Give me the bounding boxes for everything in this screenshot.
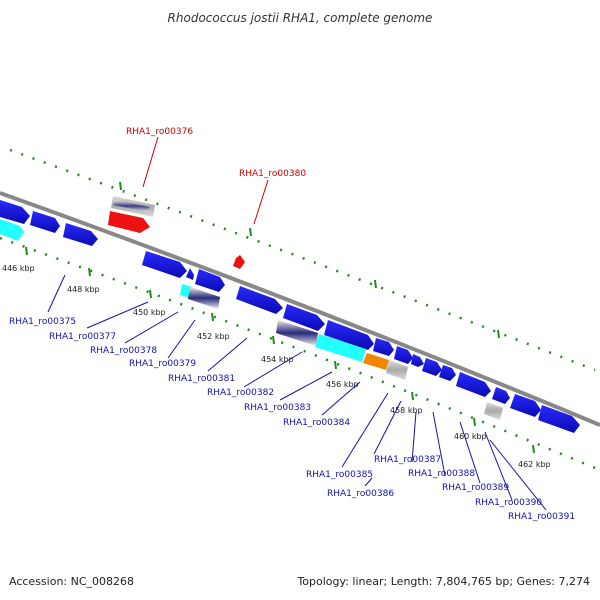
gene-feature[interactable] xyxy=(186,268,194,280)
gene-feature[interactable] xyxy=(439,365,456,381)
gene-feature[interactable] xyxy=(411,354,424,367)
gene-label[interactable]: RHA1_ro00387 xyxy=(374,455,441,465)
gene-feature[interactable] xyxy=(0,219,24,241)
gene-feature-highlighted[interactable] xyxy=(108,211,150,233)
gene-label[interactable]: RHA1_ro00386 xyxy=(327,489,394,499)
gene-feature[interactable] xyxy=(538,405,580,433)
gene-label[interactable]: RHA1_ro00378 xyxy=(90,346,157,356)
kbp-label: 462 kbp xyxy=(518,460,551,469)
gene-feature[interactable] xyxy=(363,353,389,370)
gene-feature[interactable] xyxy=(484,402,503,420)
gene-feature[interactable] xyxy=(113,200,150,212)
kbp-label: 454 kbp xyxy=(261,355,294,364)
gene-label[interactable]: RHA1_ro00381 xyxy=(168,374,235,384)
gene-label[interactable]: RHA1_ro00375 xyxy=(9,317,76,327)
gene-feature[interactable] xyxy=(283,304,325,331)
outer-strand-features xyxy=(108,196,245,269)
gene-label-highlighted[interactable]: RHA1_ro00376 xyxy=(126,127,193,137)
gene-label-highlighted[interactable]: RHA1_ro00380 xyxy=(239,169,306,179)
gene-feature[interactable] xyxy=(510,394,541,417)
gene-feature[interactable] xyxy=(142,251,187,278)
kbp-label: 452 kbp xyxy=(197,332,230,341)
page-title: Rhodococcus jostii RHA1, complete genome xyxy=(168,11,433,25)
gene-feature-highlighted[interactable] xyxy=(233,255,245,269)
gene-label[interactable]: RHA1_ro00377 xyxy=(49,332,116,342)
gene-feature[interactable] xyxy=(492,387,510,404)
gene-label[interactable]: RHA1_ro00391 xyxy=(508,512,575,522)
leader-lines xyxy=(47,136,547,511)
gene-feature[interactable] xyxy=(422,358,442,376)
gene-feature[interactable] xyxy=(63,223,98,246)
gene-label[interactable]: RHA1_ro00379 xyxy=(129,359,196,369)
gene-label[interactable]: RHA1_ro00388 xyxy=(408,469,475,479)
gene-feature[interactable] xyxy=(315,334,366,362)
gene-feature[interactable] xyxy=(236,286,283,314)
kbp-label: 450 kbp xyxy=(133,308,166,317)
topology-text: Topology: linear; Length: 7,804,765 bp; … xyxy=(296,575,590,588)
gene-feature[interactable] xyxy=(394,346,413,364)
gene-feature[interactable] xyxy=(195,269,225,292)
gene-label[interactable]: RHA1_ro00382 xyxy=(207,388,274,398)
major-ticks xyxy=(25,181,535,454)
gene-label[interactable]: RHA1_ro00383 xyxy=(244,403,311,413)
kbp-label: 446 kbp xyxy=(2,264,35,273)
gene-feature[interactable] xyxy=(324,320,374,350)
gene-feature[interactable] xyxy=(0,200,30,224)
gene-label[interactable]: RHA1_ro00390 xyxy=(475,498,542,508)
kbp-label: 448 kbp xyxy=(67,285,100,294)
kbp-label: 458 kbp xyxy=(390,406,423,415)
gene-label[interactable]: RHA1_ro00385 xyxy=(306,470,373,480)
gene-feature[interactable] xyxy=(30,211,60,233)
inner-strand-features xyxy=(0,200,580,433)
gene-label[interactable]: RHA1_ro00389 xyxy=(442,483,509,493)
gene-feature[interactable] xyxy=(386,360,408,380)
kbp-label: 456 kbp xyxy=(326,380,359,389)
gene-label[interactable]: RHA1_ro00384 xyxy=(283,418,350,428)
gene-feature[interactable] xyxy=(188,287,220,309)
gene-feature[interactable] xyxy=(276,320,318,346)
gene-feature[interactable] xyxy=(373,338,394,356)
kbp-label: 460 kbp xyxy=(454,432,487,441)
gene-feature[interactable] xyxy=(456,372,491,397)
accession-text: Accession: NC_008268 xyxy=(9,575,134,588)
genome-backbone xyxy=(0,191,600,427)
